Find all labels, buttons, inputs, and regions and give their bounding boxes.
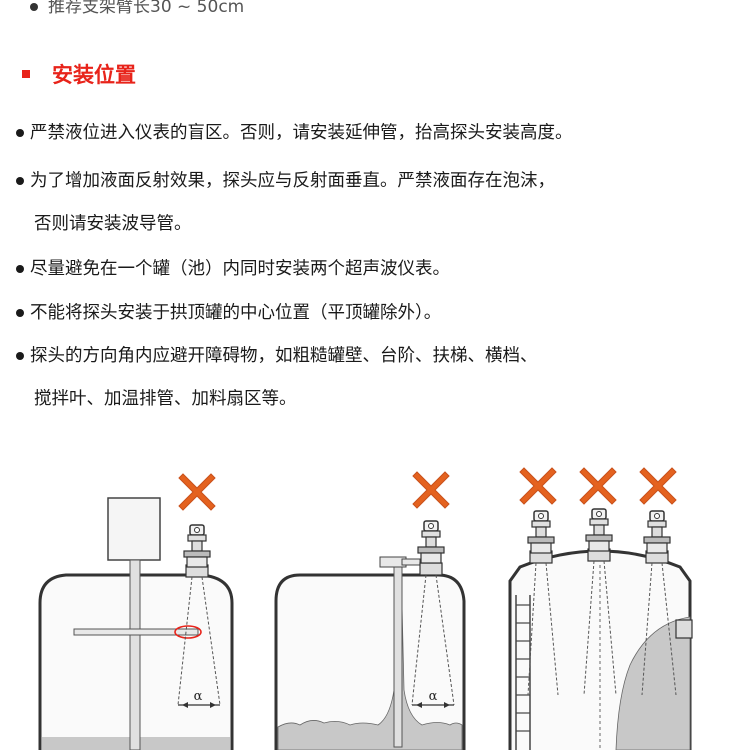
obstacle-highlight xyxy=(174,625,202,639)
inlet-nozzle xyxy=(675,619,693,639)
rule-item: 严禁液位进入仪表的盲区。否则，请安装延伸管，抬高探头安装高度。 xyxy=(16,122,736,144)
rule-text: 不能将探头安装于拱顶罐的中心位置（平顶罐除外）。 xyxy=(30,303,442,323)
tank-with-agitator: α xyxy=(38,473,234,750)
sound-beam xyxy=(177,576,221,706)
beam-angle-label: α xyxy=(194,689,203,704)
tank-body xyxy=(274,573,466,750)
cross-mark-icon xyxy=(519,467,557,505)
ladder xyxy=(516,604,530,732)
inlet-pipe xyxy=(393,566,403,748)
cross-mark-icon xyxy=(412,471,450,509)
bullet-dot xyxy=(16,309,24,317)
cross-mark-icon xyxy=(639,467,677,505)
agitator-shaft xyxy=(129,559,141,750)
motor-box xyxy=(107,497,161,561)
bullet-dot xyxy=(16,265,24,273)
cross-mark-icon xyxy=(178,473,216,511)
rule-text: 严禁液位进入仪表的盲区。否则，请安装延伸管，抬高探头安装高度。 xyxy=(30,123,573,143)
rule-item: 不能将探头安装于拱顶罐的中心位置（平顶罐除外）。 xyxy=(16,302,736,324)
bullet-dot xyxy=(16,177,24,185)
section-header: 安装位置 xyxy=(22,58,136,90)
section-marker-icon xyxy=(22,70,30,78)
section-title: 安装位置 xyxy=(52,63,136,87)
tank-with-pipe: α xyxy=(274,471,466,750)
top-note: 推荐支架臂长30 ~ 50cm xyxy=(30,0,244,18)
bullet-dot xyxy=(16,352,24,360)
tank-illustrations: α α xyxy=(38,467,693,750)
bullet-dot xyxy=(16,129,24,137)
domed-tank xyxy=(508,467,693,750)
rule-item: 尽量避免在一个罐（池）内同时安装两个超声波仪表。 xyxy=(16,258,736,280)
beam-angle-label: α xyxy=(429,689,438,704)
liquid-surface xyxy=(277,604,463,750)
rule-text-continued: 否则请安装波导管。 xyxy=(34,214,192,234)
agitator-paddle xyxy=(73,628,199,636)
rule-text: 为了增加液面反射效果，探头应与反射面垂直。严禁液面存在泡沫， xyxy=(30,171,555,191)
cross-mark-icon xyxy=(579,467,617,505)
top-note-text: 推荐支架臂长30 ~ 50cm xyxy=(48,0,245,17)
sound-beam xyxy=(411,574,455,706)
rule-text: 探头的方向角内应避开障碍物，如粗糙罐壁、台阶、扶梯、横档、 xyxy=(30,346,538,366)
bullet-dot xyxy=(30,3,38,11)
rule-item: 探头的方向角内应避开障碍物，如粗糙罐壁、台阶、扶梯、横档、 搅拌叶、加温排管、加… xyxy=(16,345,736,411)
rule-text: 尽量避免在一个罐（池）内同时安装两个超声波仪表。 xyxy=(30,259,450,279)
installation-diagram: α α xyxy=(0,455,750,750)
rule-item: 为了增加液面反射效果，探头应与反射面垂直。严禁液面存在泡沫， 否则请安装波导管。 xyxy=(16,170,736,236)
rule-text-continued: 搅拌叶、加温排管、加料扇区等。 xyxy=(34,389,297,409)
